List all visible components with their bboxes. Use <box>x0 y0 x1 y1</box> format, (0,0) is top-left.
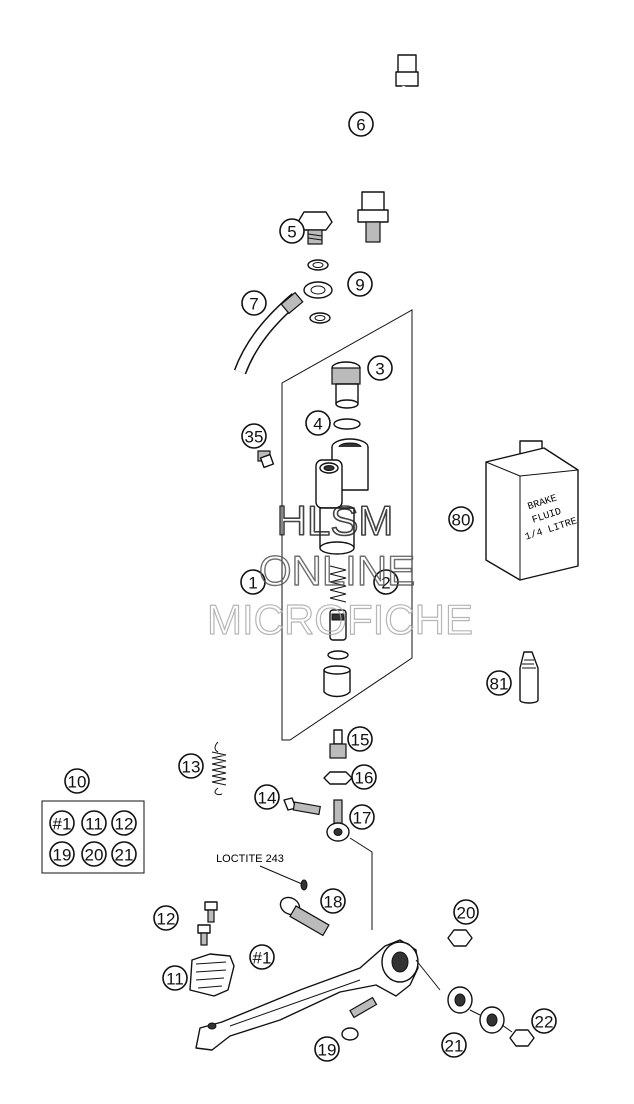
callout-18: 18 <box>320 888 346 914</box>
callout-label: 4 <box>313 415 322 434</box>
washer-bottom <box>309 312 331 324</box>
callout-4: 4 <box>305 410 331 436</box>
return-spring <box>211 741 227 795</box>
nut-20 <box>447 929 473 947</box>
callout-label: 13 <box>182 758 201 777</box>
master-cylinder-boundary <box>281 309 413 741</box>
callout-label: 7 <box>249 295 258 314</box>
callout-hash1: #1 <box>249 944 275 970</box>
watermark-line3: MICROFICHE <box>207 596 473 643</box>
callout-label: 80 <box>452 511 471 530</box>
callout-6: 6 <box>348 111 374 137</box>
watermark-line1: HLSM <box>277 497 394 544</box>
callout-label: 12 <box>157 910 176 929</box>
piston-spring <box>329 565 347 603</box>
callout-7: 7 <box>241 290 267 316</box>
callout-80: 80 <box>448 506 474 532</box>
pushrod <box>326 799 350 842</box>
bolt-19 <box>341 996 378 1041</box>
callout-label: 15 <box>351 731 370 750</box>
kit-item-11: 11 <box>81 810 107 836</box>
callout-21: 21 <box>441 1032 467 1058</box>
callout-20: 20 <box>453 899 479 925</box>
kit-item-12: 12 <box>111 810 137 836</box>
kit-item-label: 12 <box>115 815 134 834</box>
callout-35: 35 <box>241 423 267 449</box>
callout-label: 11 <box>166 970 184 989</box>
callout-label: 81 <box>490 675 509 694</box>
kit-item-hash1: #1 <box>49 810 75 836</box>
callout-19: 19 <box>314 1036 340 1062</box>
nut <box>323 771 353 785</box>
callout-label: 6 <box>356 116 365 135</box>
callout-22: 22 <box>531 1008 557 1034</box>
callout-17: 17 <box>349 804 375 830</box>
kit-item-label: 11 <box>85 815 103 834</box>
callout-label: 22 <box>535 1013 554 1032</box>
callout-11: 11 <box>162 965 188 991</box>
callout-label: 10 <box>68 773 87 792</box>
callout-16: 16 <box>351 764 377 790</box>
callout-label: 2 <box>381 574 390 593</box>
kit-item-label: 20 <box>85 846 104 865</box>
loctite-label: LOCTITE 243 <box>216 853 284 865</box>
callout-14: 14 <box>254 784 280 810</box>
loctite-drop <box>300 879 308 891</box>
kit-item-label: 19 <box>53 846 72 865</box>
piston <box>323 609 351 698</box>
brake-light-switch <box>357 54 419 243</box>
bearings <box>447 986 505 1034</box>
callout-3: 3 <box>367 355 393 381</box>
brake-fluid-bottle: BRAKE FLUID 1/4 LITRE <box>485 440 579 581</box>
callout-label: 18 <box>324 893 343 912</box>
master-cylinder-body <box>315 438 369 555</box>
watermark-line2: ONLINE <box>259 547 415 594</box>
callout-10: 10 <box>64 768 90 794</box>
callout-label: 5 <box>287 223 296 242</box>
brake-pedal <box>195 939 419 1051</box>
watermark: HLSM ONLINE MICROFICHE <box>206 496 473 643</box>
callout-1: 1 <box>240 569 266 595</box>
callout-label: #1 <box>253 949 272 968</box>
kit-item-21: 21 <box>111 841 137 867</box>
reservoir-plug <box>331 361 361 409</box>
callout-5: 5 <box>279 218 305 244</box>
screws <box>197 901 218 946</box>
callout-label: 14 <box>258 789 277 808</box>
washer-top <box>307 259 329 271</box>
callout-12: 12 <box>153 905 179 931</box>
kit-box <box>41 800 145 874</box>
kit-item-label: 21 <box>115 846 134 865</box>
kit-item-label: #1 <box>53 815 72 834</box>
brake-pedal-tip <box>189 953 235 997</box>
callout-label: 35 <box>245 428 264 447</box>
nut-22 <box>509 1029 535 1047</box>
callout-label: 16 <box>355 769 374 788</box>
bleeder-screw <box>257 450 275 469</box>
brake-hose <box>233 281 333 375</box>
loctite-tube <box>519 651 539 704</box>
callout-label: 19 <box>318 1041 337 1060</box>
callout-9: 9 <box>347 271 373 297</box>
callout-label: 21 <box>445 1037 464 1056</box>
callout-label: 3 <box>375 360 384 379</box>
callout-label: 20 <box>457 904 476 923</box>
kit-item-20: 20 <box>81 841 107 867</box>
callout-2: 2 <box>373 569 399 595</box>
callout-81: 81 <box>486 670 512 696</box>
valve <box>329 729 347 759</box>
callout-15: 15 <box>347 726 373 752</box>
o-ring <box>333 418 361 430</box>
kit-item-19: 19 <box>49 841 75 867</box>
callout-label: 9 <box>355 276 364 295</box>
callout-label: 17 <box>353 809 372 828</box>
banjo-bolt <box>297 211 333 245</box>
callout-label: 1 <box>248 574 257 593</box>
callout-13: 13 <box>178 753 204 779</box>
pivot-bolt <box>279 896 330 937</box>
bolt-14 <box>283 797 321 816</box>
